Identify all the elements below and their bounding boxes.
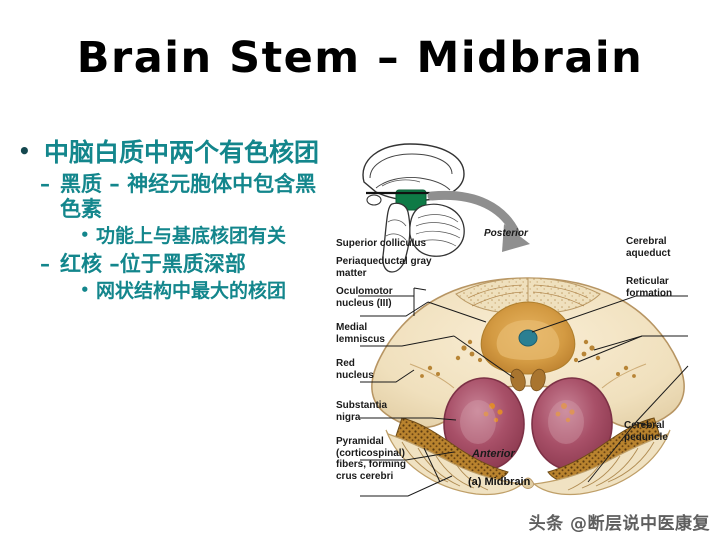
list-item-label: 功能上与基底核团有关 — [96, 224, 287, 247]
bullet-marker: – — [40, 171, 50, 196]
oculomotor-nuclei — [510, 368, 546, 392]
bullet-marker: • — [80, 280, 90, 299]
figure-caption: (a) Midbrain — [468, 476, 531, 488]
label-red-nucleus: Red nucleus — [336, 358, 374, 381]
list-item: – 黑质 – 神经元胞体中包含黑色素 — [18, 172, 330, 222]
label-pyramidal-fibers: Pyramidal (corticospinal) fibers, formin… — [336, 436, 407, 482]
leader-lines — [358, 287, 689, 497]
midbrain-illustration — [358, 143, 689, 497]
pointer-arrow-icon — [427, 190, 530, 252]
label-posterior: Posterior — [484, 228, 528, 239]
label-reticular-formation: Reticular formation — [626, 276, 673, 299]
list-item: • 中脑白质中两个有色核团 — [18, 138, 330, 168]
label-periaqueductal-gray-matter: Periaqueductal gray matter — [336, 256, 432, 279]
label-anterior: Anterior — [472, 448, 515, 460]
midbrain-figure: Superior colliculus Periaqueductal gray … — [336, 130, 720, 502]
label-superior-colliculus: Superior colliculus — [336, 238, 427, 249]
list-item: • 功能上与基底核团有关 — [18, 225, 330, 248]
page-title: Brain Stem – Midbrain — [76, 33, 644, 83]
label-cerebral-aqueduct: Cerebral aqueduct — [626, 236, 671, 259]
list-item-label: 红核 –位于黑质深部 — [60, 251, 246, 276]
label-cerebral-peduncle: Cerebral peduncle — [624, 420, 668, 443]
label-oculomotor-nucleus: Oculomotor nucleus (III) — [336, 286, 393, 309]
bullet-marker: • — [80, 225, 90, 244]
brain-inset-icon — [362, 143, 530, 273]
label-medial-lemniscus: Medial lemniscus — [336, 322, 385, 345]
list-item-label: 中脑白质中两个有色核团 — [44, 138, 320, 167]
list-item-label: 黑质 – 神经元胞体中包含黑色素 — [60, 171, 317, 221]
list-item-label: 网状结构中最大的核团 — [96, 279, 287, 302]
midbrain-cross-section — [358, 277, 689, 497]
cerebral-aqueduct — [518, 329, 538, 347]
bullet-list: • 中脑白质中两个有色核团 – 黑质 – 神经元胞体中包含黑色素 • 功能上与基… — [18, 138, 330, 303]
list-item: – 红核 –位于黑质深部 — [18, 252, 330, 277]
watermark: 头条 @断层说中医康复 — [528, 514, 710, 534]
list-item: • 网状结构中最大的核团 — [18, 280, 330, 303]
bullet-marker: • — [18, 139, 31, 163]
label-substantia-nigra: Substantia nigra — [336, 400, 388, 423]
reticular-formation — [420, 339, 636, 378]
bullet-marker: – — [40, 251, 50, 276]
